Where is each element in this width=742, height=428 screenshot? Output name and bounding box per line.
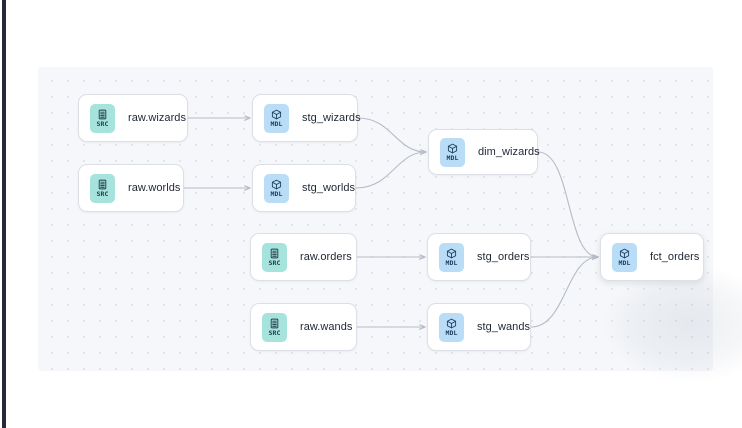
cube-icon [446, 248, 457, 259]
graph-node-raw-worlds[interactable]: SRC raw.worlds [78, 164, 184, 212]
node-label: fct_orders [650, 251, 700, 263]
badge-kind-label: SRC [268, 259, 281, 267]
cube-icon [446, 318, 457, 329]
node-label: stg_wizards [302, 112, 361, 124]
model-type-badge: MDL [439, 242, 464, 272]
source-type-badge: SRC [90, 173, 115, 203]
graph-node-raw-orders[interactable]: SRC raw.orders [250, 233, 357, 281]
badge-kind-label: MDL [270, 120, 283, 128]
focus-node-glow [604, 266, 742, 382]
left-accent-rail [2, 0, 6, 428]
cube-icon [271, 179, 282, 190]
cube-icon [447, 143, 458, 154]
graph-node-raw-wands[interactable]: SRC raw.wands [250, 303, 357, 351]
source-type-badge: SRC [262, 312, 287, 342]
node-label: raw.worlds [128, 182, 181, 194]
model-type-badge: MDL [439, 312, 464, 342]
node-label: raw.wands [300, 321, 353, 333]
source-type-badge: SRC [262, 242, 287, 272]
database-icon [269, 248, 280, 259]
model-type-badge: MDL [440, 137, 465, 167]
badge-kind-label: MDL [446, 154, 459, 162]
model-type-badge: MDL [264, 173, 289, 203]
node-label: stg_wands [477, 321, 531, 333]
badge-kind-label: MDL [618, 259, 631, 267]
badge-kind-label: SRC [96, 120, 109, 128]
database-icon [269, 318, 280, 329]
badge-kind-label: MDL [445, 329, 458, 337]
node-label: raw.orders [300, 251, 352, 263]
cube-icon [271, 109, 282, 120]
model-type-badge: MDL [612, 242, 637, 272]
node-label: stg_orders [477, 251, 530, 263]
graph-node-stg-worlds[interactable]: MDL stg_worlds [252, 164, 356, 212]
model-type-badge: MDL [264, 103, 289, 133]
badge-kind-label: MDL [445, 259, 458, 267]
node-label: dim_wizards [478, 146, 540, 158]
graph-node-stg-wands[interactable]: MDL stg_wands [427, 303, 531, 351]
database-icon [97, 179, 108, 190]
node-label: stg_worlds [302, 182, 356, 194]
cube-icon [619, 248, 630, 259]
graph-node-fct-orders[interactable]: MDL fct_orders [600, 233, 704, 281]
badge-kind-label: SRC [268, 329, 281, 337]
graph-node-stg-orders[interactable]: MDL stg_orders [427, 233, 531, 281]
graph-node-dim-wizards[interactable]: MDL dim_wizards [428, 129, 540, 175]
graph-node-stg-wizards[interactable]: MDL stg_wizards [252, 94, 361, 142]
database-icon [97, 109, 108, 120]
badge-kind-label: MDL [270, 190, 283, 198]
node-label: raw.wizards [128, 112, 187, 124]
source-type-badge: SRC [90, 103, 115, 133]
badge-kind-label: SRC [96, 190, 109, 198]
graph-node-raw-wizards[interactable]: SRC raw.wizards [78, 94, 188, 142]
